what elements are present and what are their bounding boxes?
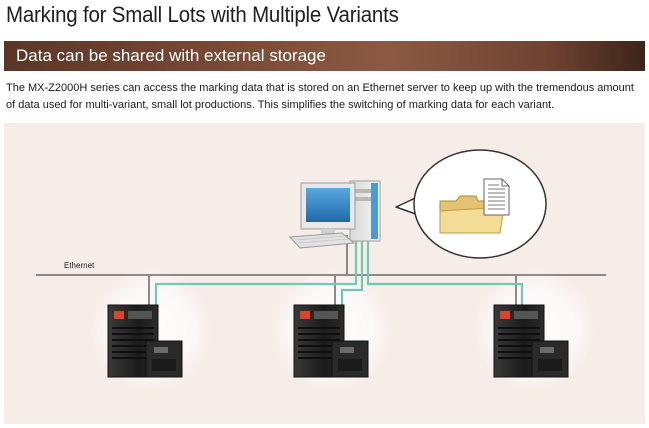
laser-marker-controller-icon — [293, 304, 369, 378]
description-text: The MX-Z2000H series can access the mark… — [6, 82, 634, 111]
data-path-left — [154, 229, 358, 313]
monitor-screen — [306, 188, 350, 222]
data-flow-paths — [154, 229, 524, 313]
monitor-stand — [321, 229, 335, 234]
page-title: Marking for Small Lots with Multiple Var… — [6, 2, 399, 27]
network-diagram-graphic — [36, 149, 606, 392]
section-heading: Data can be shared with external storage — [16, 46, 326, 65]
server-tower-accent — [371, 183, 378, 239]
server-computer-icon — [288, 180, 381, 249]
speech-bubble-tail-mask — [415, 195, 428, 213]
laser-marker-controller-icon — [493, 304, 569, 378]
server-drive-bay — [355, 197, 375, 201]
section-banner: Data can be shared with external storage — [4, 41, 645, 71]
document-icon — [483, 178, 510, 216]
server-drive-bay — [355, 189, 375, 193]
data-path-center — [340, 229, 364, 313]
ethernet-label: Ethernet — [64, 261, 95, 270]
laser-marker-controller-icon — [107, 304, 183, 378]
keyboard — [288, 232, 356, 249]
data-path-right — [366, 229, 524, 313]
network-diagram: Ethernet — [4, 123, 645, 424]
